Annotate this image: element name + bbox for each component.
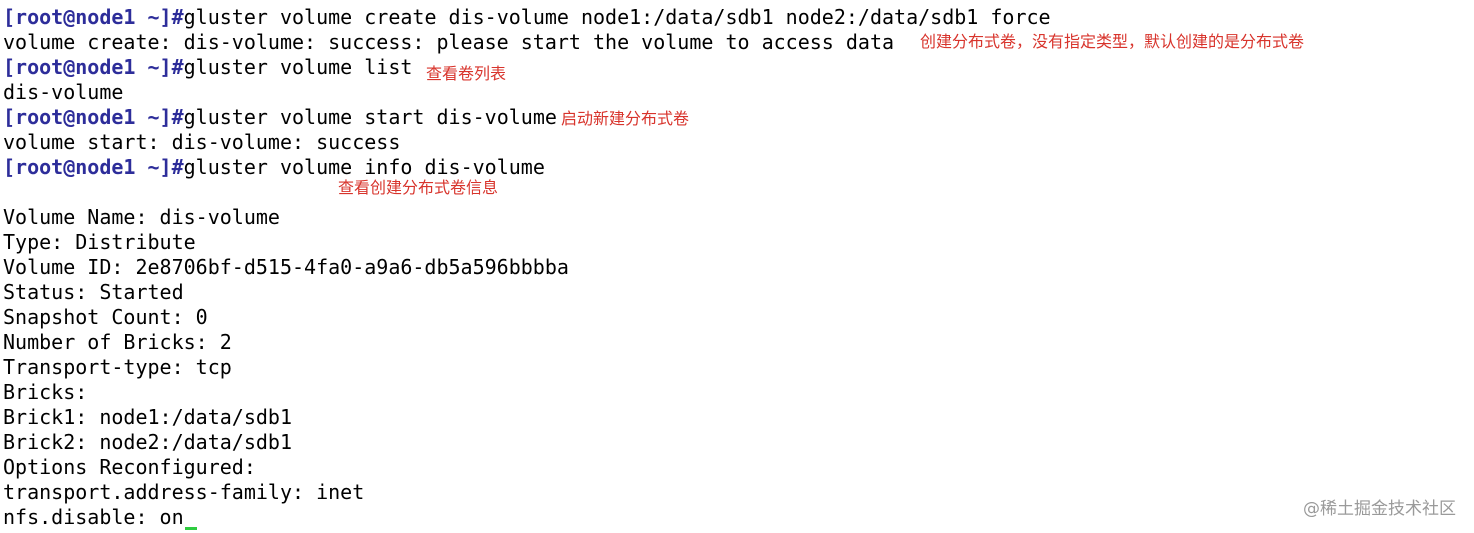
shell-prompt: [root@node1 ~]# [3, 55, 184, 79]
terminal-line: dis-volume [3, 80, 123, 105]
output-text: Transport-type: tcp [3, 355, 232, 379]
terminal-line: Bricks: [3, 380, 87, 405]
output-text: dis-volume [3, 80, 124, 104]
terminal-line: Snapshot Count: 0 [3, 305, 208, 330]
output-text: Number of Bricks: 2 [3, 330, 232, 354]
output-text: transport.address-family: inet [3, 480, 365, 504]
text-cursor [184, 527, 197, 530]
command-text: gluster volume start dis-volume [183, 105, 557, 129]
terminal-line: volume start: dis-volume: success [3, 130, 400, 155]
terminal-line: [root@node1 ~]#gluster volume list [3, 55, 412, 80]
terminal-line: Options Reconfigured: [3, 455, 256, 480]
terminal-line: Number of Bricks: 2 [3, 330, 232, 355]
output-text: Snapshot Count: 0 [3, 305, 208, 329]
annotation-info: 查看创建分布式卷信息 [338, 178, 499, 197]
terminal-line: Status: Started [3, 280, 184, 305]
shell-prompt: [root@node1 ~]# [3, 5, 184, 29]
output-text: Volume Name: dis-volume [3, 205, 280, 229]
annotation-create: 创建分布式卷，没有指定类型，默认创建的是分布式卷 [920, 32, 1305, 51]
terminal-line: Brick1: node1:/data/sdb1 [3, 405, 292, 430]
terminal-line: transport.address-family: inet [3, 480, 364, 505]
terminal-line: Volume ID: 2e8706bf-d515-4fa0-a9a6-db5a5… [3, 255, 569, 280]
terminal-line: Volume Name: dis-volume [3, 205, 280, 230]
output-text: Bricks: [3, 380, 88, 404]
terminal-line: [root@node1 ~]#gluster volume info dis-v… [3, 155, 545, 180]
terminal-line: Transport-type: tcp [3, 355, 232, 380]
output-text: Brick2: node2:/data/sdb1 [3, 430, 292, 454]
terminal-line: Brick2: node2:/data/sdb1 [3, 430, 292, 455]
shell-prompt: [root@node1 ~]# [3, 155, 184, 179]
command-text: gluster volume info dis-volume [183, 155, 545, 179]
terminal-line: [root@node1 ~]#gluster volume start dis-… [3, 105, 557, 130]
output-text: volume create: dis-volume: success: plea… [3, 30, 895, 54]
terminal-line: [root@node1 ~]#gluster volume create dis… [3, 5, 1051, 30]
shell-prompt: [root@node1 ~]# [3, 105, 184, 129]
command-text: gluster volume create dis-volume node1:/… [183, 5, 1051, 29]
terminal-line[interactable]: nfs.disable: on [3, 505, 197, 530]
annotation-list: 查看卷列表 [426, 64, 507, 83]
command-text: gluster volume list [183, 55, 413, 79]
terminal-line: volume create: dis-volume: success: plea… [3, 30, 894, 55]
output-text: Type: Distribute [3, 230, 196, 254]
output-text: volume start: dis-volume: success [3, 130, 401, 154]
output-text: Options Reconfigured: [3, 455, 256, 479]
watermark: @稀土掘金技术社区 [1303, 499, 1456, 519]
terminal-line: Type: Distribute [3, 230, 196, 255]
output-text: Brick1: node1:/data/sdb1 [3, 405, 292, 429]
output-text: nfs.disable: on [3, 505, 184, 529]
output-text: Status: Started [3, 280, 184, 304]
annotation-start: 启动新建分布式卷 [561, 109, 690, 128]
output-text: Volume ID: 2e8706bf-d515-4fa0-a9a6-db5a5… [3, 255, 569, 279]
